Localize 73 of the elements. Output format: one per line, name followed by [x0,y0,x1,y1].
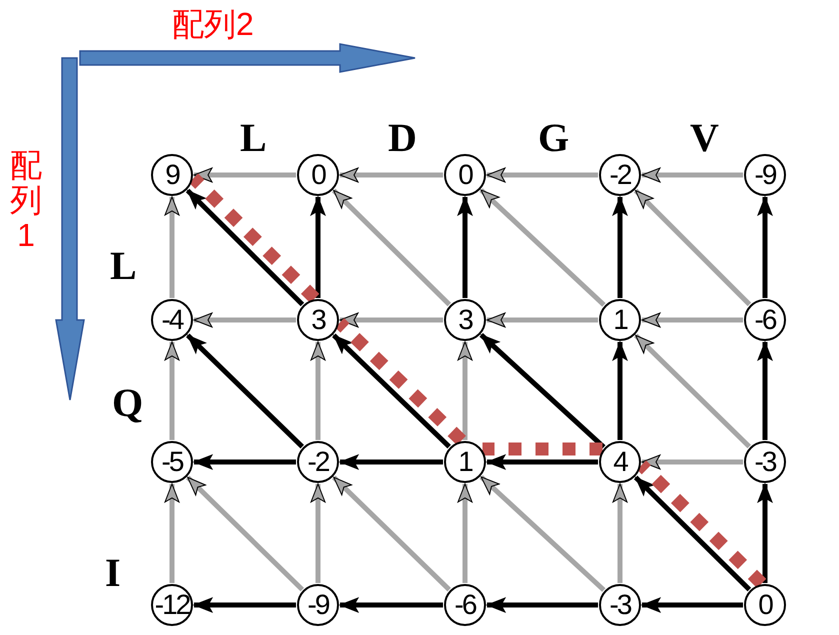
score-value: -9 [308,591,328,619]
score-value: -3 [754,448,776,476]
arrow [194,168,296,182]
score-value: 0 [758,591,772,619]
sequence-label: 配列1 [10,148,42,254]
residue-letter: V [690,118,719,158]
score-value: 1 [458,448,472,476]
residue-letter: L [240,118,267,158]
score-value: 1 [613,306,627,334]
arrow [458,196,472,298]
arrow [164,342,180,440]
score-value: 9 [165,161,179,189]
arrow [486,168,598,182]
residue-letter: I [105,553,121,593]
score-value: 0 [311,161,325,189]
score-value: 4 [613,448,627,476]
arrow [642,454,743,470]
traceback-path [482,442,602,456]
arrow [486,312,598,328]
arrow [340,168,443,182]
arrow [486,454,598,470]
score-value: -6 [454,591,476,619]
arrow [458,342,472,440]
arrow [642,598,743,612]
arrow [186,476,304,592]
score-value: -12 [154,591,190,619]
arrow [186,334,304,448]
arrow [634,334,752,448]
residue-letter: G [538,118,570,158]
arrow [486,598,598,612]
arrow [479,188,606,307]
score-value: 3 [311,306,325,334]
arrow [634,188,752,306]
score-value: -4 [162,306,182,334]
arrow [340,312,443,328]
arrow [164,196,180,298]
arrow [612,196,628,298]
arrow [479,475,606,592]
residue-letter: D [388,118,417,158]
arrow [332,334,451,448]
arrow [310,484,326,583]
arrow [634,476,752,592]
score-value: -5 [162,448,182,476]
arrow [332,476,451,592]
arrow [332,188,452,306]
arrow [194,454,296,470]
arrow [480,333,606,449]
arrow [758,484,772,583]
arrow [164,484,180,583]
arrow [186,188,304,306]
arrow [642,312,743,328]
arrow [612,342,628,440]
arrow [458,484,472,583]
score-value: 3 [458,306,472,334]
score-value: -2 [308,448,328,476]
arrow [642,168,743,182]
sequence-label: 配列2 [172,8,254,40]
arrow [758,196,772,298]
arrow [612,484,628,583]
arrow [340,598,443,612]
score-value: 0 [458,161,472,189]
arrow [340,454,443,470]
score-value: -9 [754,161,776,189]
residue-letter: L [110,246,137,286]
residue-letter: Q [112,383,144,423]
arrow [194,598,296,612]
score-value: -3 [610,591,630,619]
score-value: -6 [754,306,776,334]
arrow [310,196,326,298]
arrow [310,342,326,440]
arrow [758,342,772,440]
arrow [194,312,296,328]
score-value: -2 [610,161,630,189]
